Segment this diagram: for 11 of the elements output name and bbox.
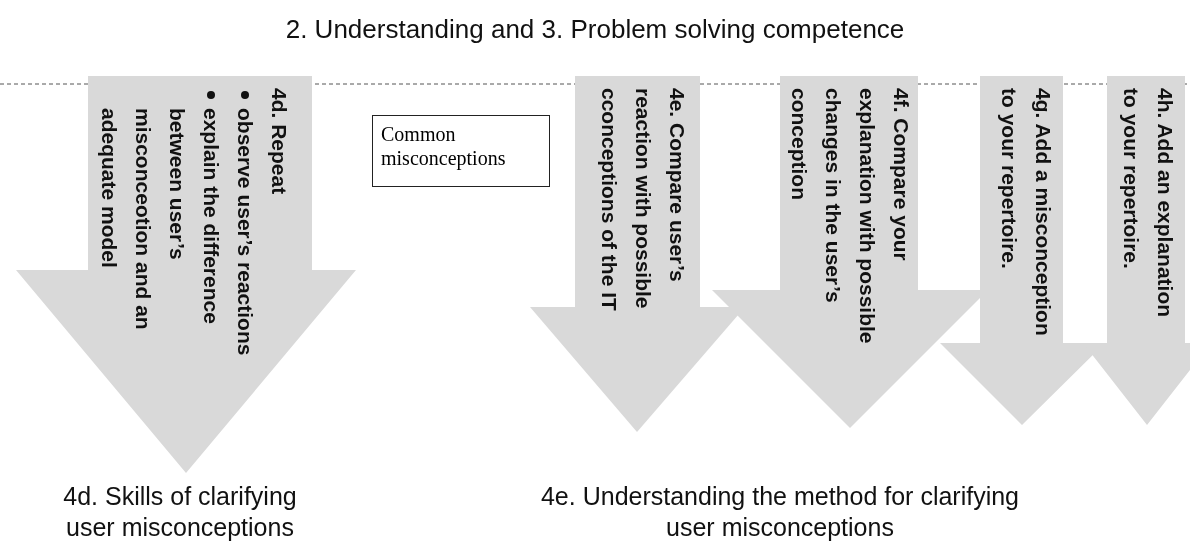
step-heading: 4d. Repeat: [267, 88, 292, 197]
section-caption: 4e. Understanding the method for clarifying user misconceptions: [539, 481, 1021, 543]
step-heading: 4h. Add an explanation to your repertoire.: [1119, 88, 1178, 320]
step-heading: 4g. Add a misconception to your repertoire.: [997, 88, 1056, 338]
diagram-title: 2. Understanding and 3. Problem solving competence: [284, 14, 906, 45]
bullet-item: explain the difference between user’s misconceotion and an adequate model: [92, 88, 228, 388]
section-caption: 4d. Skills of clarifying user misconceptions: [62, 481, 298, 543]
step-heading: 4f. Compare your explanation with possible changes in the user’s conception: [787, 88, 914, 346]
bullet-item: observe user’s reactions: [228, 88, 262, 388]
step-heading: 4e. Compare user’s reaction with possible cconceptions of the IT: [597, 88, 690, 313]
text-box: Common misconceptions: [372, 115, 550, 187]
